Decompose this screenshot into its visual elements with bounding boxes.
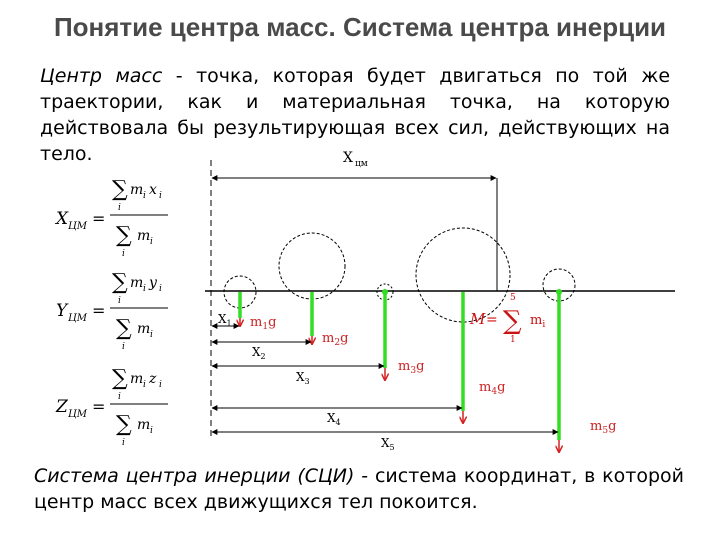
x2-label: X2 (252, 345, 266, 361)
body-1-outline (223, 275, 257, 309)
mass-top-limit: 5 (510, 293, 516, 303)
xcm-sub: цм (355, 159, 368, 169)
formula-y-num-index: i (143, 284, 146, 294)
mass-equals: = (486, 312, 498, 328)
mass-lhs: M (469, 310, 486, 328)
intro-paragraph: Центр масс - точка, которая будет двигат… (40, 63, 670, 167)
formula-z-cm: Z ЦМ = ∑ m i z i i ∑ m i i (55, 366, 168, 448)
formula-x-num-var-index: i (159, 191, 162, 201)
outro-paragraph: Система центра инерции (СЦИ) - система к… (34, 463, 684, 515)
page-title: Понятие центра масс. Система центра инер… (53, 12, 667, 42)
sum-sign: ∑ (112, 366, 128, 391)
body-5-dot (556, 289, 562, 295)
x4-label: X4 (327, 411, 341, 427)
formula-y-lhs: Y (56, 301, 69, 321)
mass-sum-sign: ∑ (503, 306, 522, 336)
force-label-1: m1g (250, 315, 276, 332)
equals-sign: = (92, 301, 105, 320)
distance-arrows (211, 323, 559, 435)
xcm-label: X (343, 150, 353, 166)
formula-y-den-index: i (150, 330, 153, 340)
formula-z-num-var-index: i (159, 380, 162, 390)
formula-x-cm: X ЦМ = ∑ m i x i i ∑ m i i (54, 177, 168, 259)
formula-x-num: m (130, 182, 143, 198)
formula-y-num-var-index: i (159, 284, 162, 294)
formula-y-num: m (130, 275, 143, 291)
sum-sign: ∑ (116, 223, 132, 248)
formula-y-den-sum-index: i (122, 342, 125, 352)
formula-z-num: m (130, 371, 143, 387)
formula-y-sub: ЦМ (68, 313, 88, 324)
x1-label: X1 (218, 312, 232, 328)
intro-text: - точка, которая будет двигаться по той … (40, 65, 671, 165)
force-label-4: m4g (479, 380, 505, 397)
formula-z-den-sum-index: i (122, 438, 125, 448)
outro-text: - система координат, в которой центр мас… (34, 465, 685, 513)
x5-label: X5 (381, 436, 395, 452)
force-label-2: m2g (322, 331, 348, 348)
equals-sign: = (92, 209, 105, 228)
sum-sign: ∑ (116, 412, 132, 437)
body-3-dot (382, 289, 388, 295)
formula-x-num-index: i (143, 191, 146, 201)
formula-z-sub: ЦМ (68, 409, 88, 420)
formula-z-num-index: i (143, 380, 146, 390)
formula-z-sum-index: i (118, 392, 121, 402)
mass-bottom-limit: 1 (510, 335, 516, 345)
formula-x-num-var: x (149, 182, 157, 198)
intro-term: Центр масс (40, 65, 163, 87)
formula-z-lhs: Z (55, 397, 69, 417)
outro-term: Система центра инерции (СЦИ) (34, 465, 355, 487)
formula-z-den-index: i (150, 426, 153, 436)
formula-z-den: m (137, 417, 150, 433)
x3-label: X3 (296, 370, 310, 386)
force-label-5: m5g (590, 419, 616, 436)
formula-x-lhs: X (54, 209, 69, 229)
formula-x-sub: ЦМ (68, 221, 88, 232)
body-2-outline (278, 232, 346, 300)
body-4-outline (415, 227, 511, 323)
distance-labels: X1 X2 X3 X4 X5 (218, 312, 395, 452)
mass-term: mi (530, 313, 545, 330)
total-mass-formula: M = ∑ 5 1 mi (469, 293, 545, 345)
sum-sign: ∑ (112, 177, 128, 202)
force-labels: m1g m2g m3g m4g m5g (250, 315, 616, 436)
force-vectors (240, 289, 562, 452)
formula-z-num-var: z (148, 371, 157, 387)
formula-x-sum-index: i (118, 203, 121, 213)
force-label-3: m3g (398, 359, 424, 376)
sum-sign: ∑ (112, 270, 128, 295)
formula-y-sum-index: i (118, 296, 121, 306)
body-5-outline (542, 268, 576, 302)
sum-sign: ∑ (116, 316, 132, 341)
formula-x-den-index: i (150, 237, 153, 247)
formula-y-num-var: y (148, 275, 158, 291)
formula-x-den: m (137, 228, 150, 244)
formula-x-den-sum-index: i (122, 249, 125, 259)
equals-sign: = (92, 397, 105, 416)
formula-y-den: m (137, 321, 150, 337)
formula-y-cm: Y ЦМ = ∑ m i y i i ∑ m i i (56, 270, 168, 352)
